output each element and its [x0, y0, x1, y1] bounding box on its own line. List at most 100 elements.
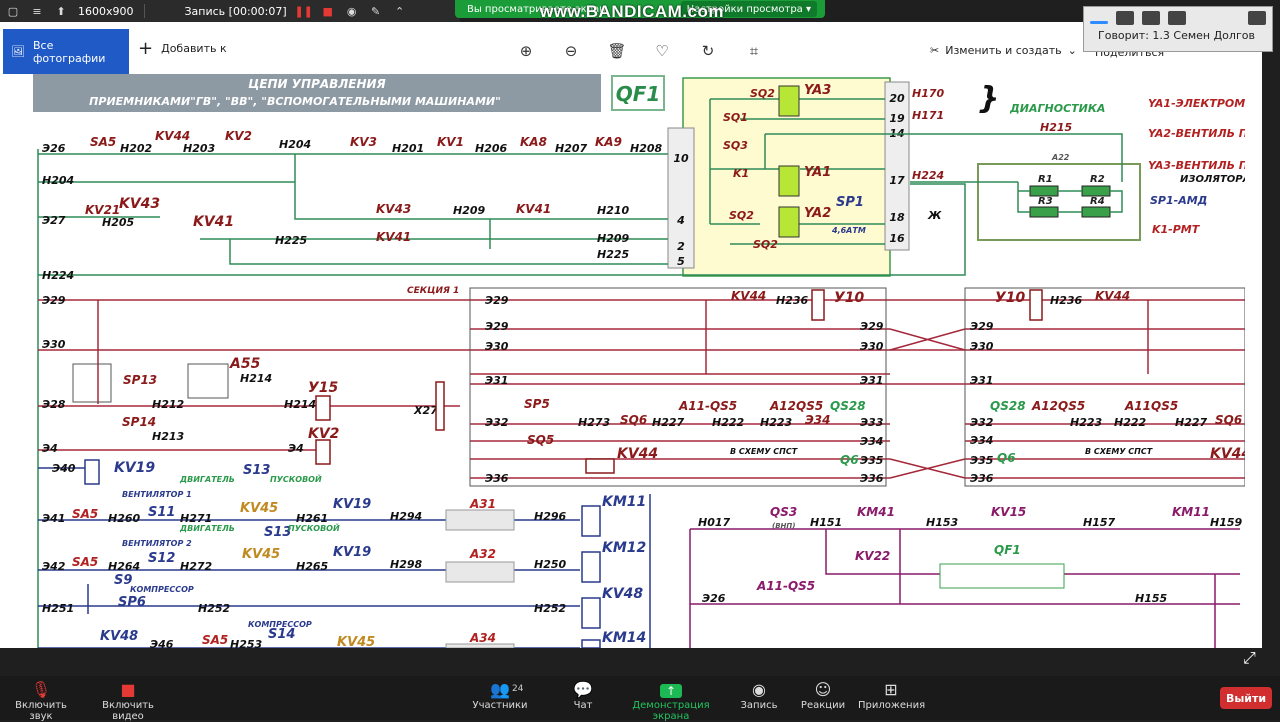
participants-label: Участники [472, 700, 528, 711]
svg-text:Э32: Э32 [970, 416, 994, 429]
svg-text:Э35: Э35 [860, 454, 884, 467]
svg-text:Н260: Н260 [108, 512, 141, 525]
svg-text:Н208: Н208 [630, 142, 663, 155]
svg-text:Н227: Н227 [652, 416, 685, 429]
svg-text:A12QS5: A12QS5 [1031, 399, 1085, 413]
svg-text:Э29: Э29 [485, 294, 509, 307]
svg-text:A22: A22 [1051, 153, 1070, 162]
svg-text:Н261: Н261 [296, 512, 328, 525]
svg-text:Э41: Э41 [42, 512, 65, 525]
svg-text:ДВИГАТЕЛЬ: ДВИГАТЕЛЬ [179, 524, 235, 533]
svg-text:Н225: Н225 [597, 248, 630, 261]
speaker-view-icon[interactable] [1116, 11, 1134, 25]
svg-text:X27: X27 [413, 404, 438, 417]
svg-text:Н204: Н204 [42, 174, 74, 187]
start-video-button[interactable]: ■ Включить видео [90, 680, 166, 722]
svg-text:KV22: KV22 [855, 549, 890, 563]
svg-text:Н207: Н207 [555, 142, 588, 155]
photos-app: 🖼 Все фотографии + Добавить к ⊕ ⊖ 🗑 ♡ ↻ … [0, 22, 1262, 648]
svg-text:SQ1: SQ1 [723, 111, 748, 124]
meeting-controls: 🎙 Включить звук ■ Включить видео 👥 Участ… [0, 676, 1280, 722]
svg-text:Н214: Н214 [284, 398, 316, 411]
expand-icon[interactable]: ⤢ [1243, 648, 1256, 667]
minimize-icon[interactable] [1090, 20, 1108, 24]
rotate-icon[interactable]: ↻ [701, 42, 715, 60]
svg-text:Н222: Н222 [1114, 416, 1147, 429]
share-screen-button[interactable]: ↑ Демонстрация экрана [618, 680, 724, 722]
reactions-button[interactable]: ☺ Реакции [800, 680, 846, 711]
svg-text:S14: S14 [268, 627, 295, 642]
title-line1: ЦЕПИ УПРАВЛЕНИЯ [248, 77, 386, 91]
svg-text:Н225: Н225 [275, 234, 308, 247]
svg-text:KV45: KV45 [337, 635, 375, 648]
svg-text:KM12: KM12 [602, 540, 646, 556]
svg-text:SA5: SA5 [72, 507, 98, 521]
menu-icon[interactable]: ≡ [32, 4, 42, 18]
active-speaker-panel: Говорит: 1.3 Семен Долгов [1083, 6, 1273, 52]
svg-text:19: 19 [889, 112, 905, 125]
stop-icon[interactable]: ■ [322, 4, 333, 18]
chat-button[interactable]: 💬 Чат [568, 680, 598, 711]
leave-button[interactable]: Выйти [1220, 687, 1272, 709]
exit-fullscreen-icon[interactable] [1248, 11, 1266, 25]
svg-text:Н251: Н251 [42, 602, 74, 615]
favorite-icon[interactable]: ♡ [655, 42, 669, 60]
apps-button[interactable]: ⊞ Приложения [858, 680, 925, 711]
svg-text:В СХЕМУ СПСТ: В СХЕМУ СПСТ [1085, 447, 1153, 456]
recording-timer: Запись [00:00:07] [184, 4, 287, 18]
svg-text:17: 17 [889, 174, 905, 187]
svg-text:Э29: Э29 [42, 294, 66, 307]
svg-text:KM41: KM41 [857, 505, 895, 519]
svg-text:Э46: Э46 [150, 638, 174, 648]
camera-icon[interactable]: ◉ [346, 4, 357, 18]
photos-toolbar: 🖼 Все фотографии + Добавить к ⊕ ⊖ 🗑 ♡ ↻ … [0, 22, 1262, 74]
svg-text:Н157: Н157 [1083, 516, 1116, 529]
svg-text:Э30: Э30 [42, 338, 66, 351]
svg-text:ВЕНТИЛЯТОР 2: ВЕНТИЛЯТОР 2 [122, 539, 192, 548]
svg-text:Э27: Э27 [42, 214, 66, 227]
svg-text:KV2: KV2 [308, 426, 339, 442]
all-photos-button[interactable]: 🖼 Все фотографии [3, 29, 129, 74]
svg-text:K1: K1 [733, 167, 749, 180]
svg-text:Э29: Э29 [970, 320, 994, 333]
svg-text:Э33: Э33 [860, 416, 884, 429]
all-photos-label: Все фотографии [32, 38, 106, 65]
svg-text:Э32: Э32 [485, 416, 509, 429]
svg-text:Н202: Н202 [120, 142, 153, 155]
zoom-in-icon[interactable]: ⊕ [519, 42, 533, 60]
svg-text:Q6: Q6 [840, 453, 859, 467]
edit-create-button[interactable]: ✂ Изменить и создать ⌄ [930, 44, 1077, 57]
svg-text:KV1: KV1 [437, 135, 464, 149]
speaker-label: Говорит: 1.3 Семен Долгов [1098, 29, 1255, 42]
svg-text:A12QS5: A12QS5 [769, 399, 823, 413]
participants-button[interactable]: 👥 Участники [470, 680, 530, 711]
svg-text:S9: S9 [114, 573, 132, 588]
pause-icon[interactable]: ❚❚ [294, 4, 313, 18]
svg-text:A34: A34 [469, 631, 496, 645]
svg-text:Э4: Э4 [288, 442, 304, 455]
svg-text:Н265: Н265 [296, 560, 329, 573]
gallery-icon[interactable] [1168, 11, 1186, 25]
reactions-label: Реакции [800, 700, 846, 711]
svg-text:Н227: Н227 [1175, 416, 1208, 429]
delete-icon[interactable]: 🗑 [607, 42, 627, 60]
record-icon: ◉ [752, 680, 766, 699]
svg-text:SP5: SP5 [524, 397, 550, 411]
zoom-out-icon[interactable]: ⊖ [564, 42, 578, 60]
svg-text:KV45: KV45 [242, 547, 280, 562]
svg-text:Н253: Н253 [230, 638, 263, 648]
record-button[interactable]: ◉ Запись [738, 680, 780, 711]
add-to-button[interactable]: + Добавить к [138, 39, 227, 57]
svg-text:Н214: Н214 [240, 372, 272, 385]
svg-text:SP13: SP13 [123, 373, 157, 387]
svg-text:YA1: YA1 [804, 165, 831, 180]
unmute-button[interactable]: 🎙 Включить звук [6, 680, 76, 722]
layout-icon[interactable] [1142, 11, 1160, 25]
pen-icon[interactable]: ✎ [371, 4, 381, 18]
svg-text:Э29: Э29 [485, 320, 509, 333]
svg-text:Н201: Н201 [392, 142, 424, 155]
view-options-button[interactable]: Настройки просмотра ▾ [680, 1, 817, 17]
crop-icon[interactable]: ⌗ [749, 42, 759, 60]
collapse-icon[interactable]: ⌃ [395, 4, 405, 18]
legend-ya2: YA2-ВЕНТИЛЬ П [1148, 127, 1245, 140]
